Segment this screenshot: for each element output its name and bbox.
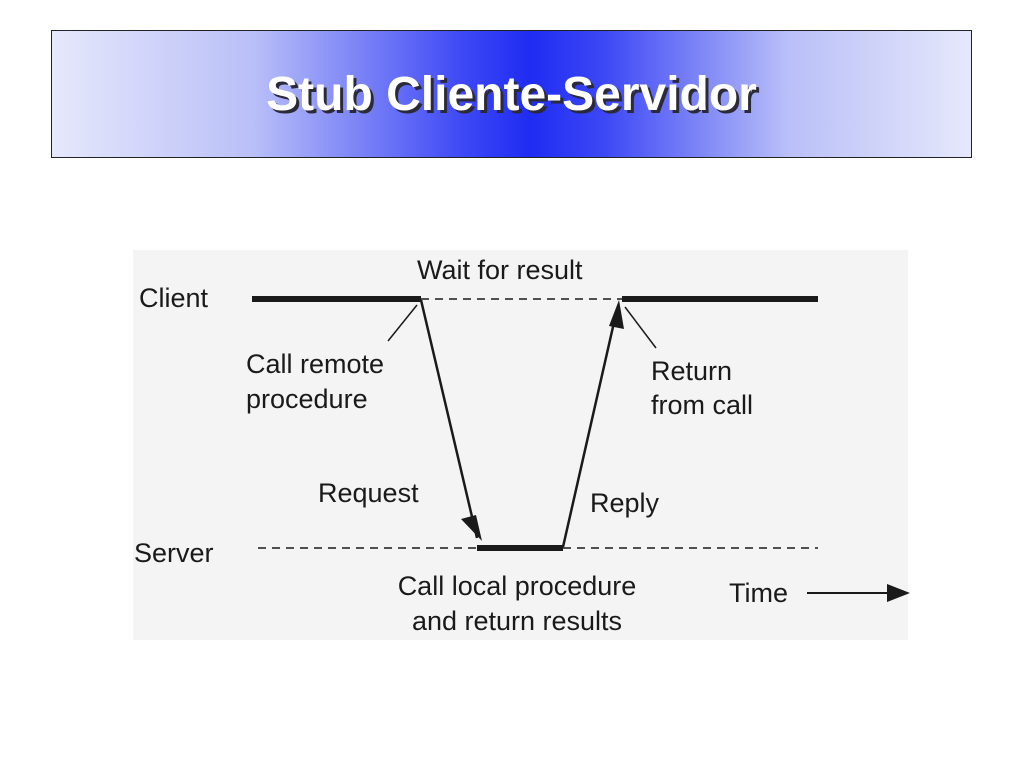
time-arrowhead <box>887 584 910 602</box>
return-from-call-pointer <box>624 306 657 349</box>
time-label: Time <box>729 578 788 608</box>
reply-arrowhead <box>609 300 624 329</box>
slide-title: Stub Cliente-Servidor <box>266 68 757 121</box>
return-from-call-label-line1: Return <box>651 356 732 386</box>
call-remote-label-line1: Call remote <box>246 349 384 379</box>
request-label: Request <box>318 478 419 508</box>
server-label: Server <box>134 538 214 568</box>
return-from-call-label-line2: from call <box>651 390 753 420</box>
title-banner: Stub Cliente-Servidor <box>51 30 972 158</box>
wait-for-result-label: Wait for result <box>417 255 583 285</box>
call-local-label-line2: and return results <box>412 606 622 636</box>
diagram-background <box>133 250 908 640</box>
request-arrowhead <box>461 515 482 541</box>
call-remote-label-line2: procedure <box>246 384 368 414</box>
client-label: Client <box>139 283 209 313</box>
request-arrow <box>419 299 479 539</box>
call-remote-pointer <box>387 304 418 342</box>
reply-label: Reply <box>590 488 660 518</box>
call-local-label-line1: Call local procedure <box>398 571 637 601</box>
reply-arrow <box>561 317 617 548</box>
